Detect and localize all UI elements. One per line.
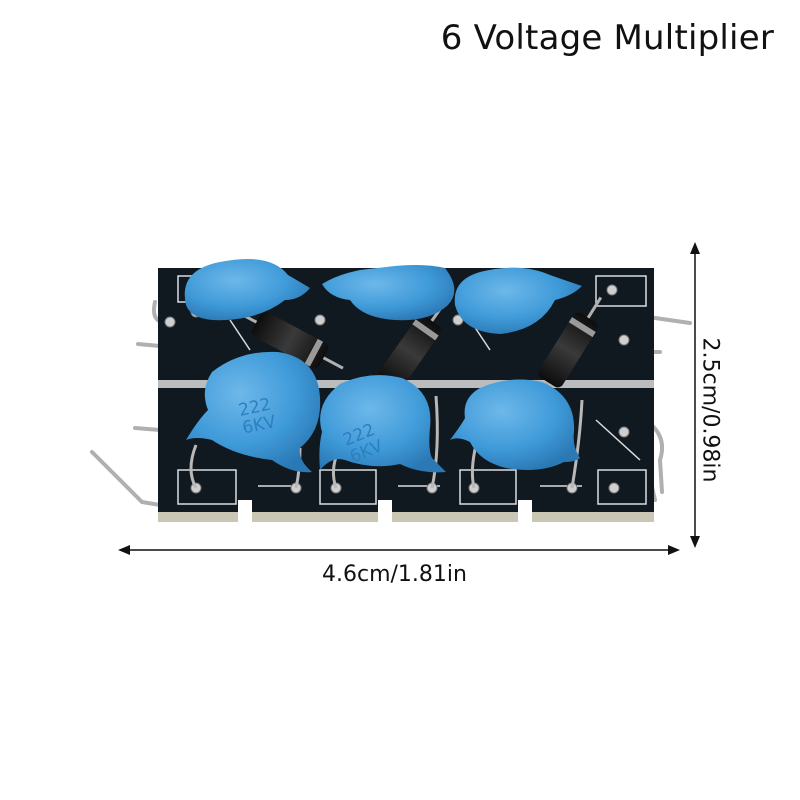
height-dimension-arrow <box>690 242 700 548</box>
capacitors-back-row <box>184 258 582 334</box>
diodes <box>236 296 603 404</box>
capacitor <box>319 375 446 473</box>
diode <box>236 310 344 370</box>
product-title: 6 Voltage Multiplier <box>440 18 774 58</box>
capacitor <box>322 265 455 321</box>
capacitor <box>450 379 580 470</box>
height-dimension-label: 2.5cm/0.98in <box>697 337 723 483</box>
width-dimension-arrow <box>118 545 680 555</box>
capacitor <box>186 351 321 473</box>
capacitor <box>454 267 582 334</box>
width-dimension-label: 4.6cm/1.81in <box>322 562 467 587</box>
capacitors-front-row <box>186 351 580 473</box>
capacitor <box>184 258 310 321</box>
